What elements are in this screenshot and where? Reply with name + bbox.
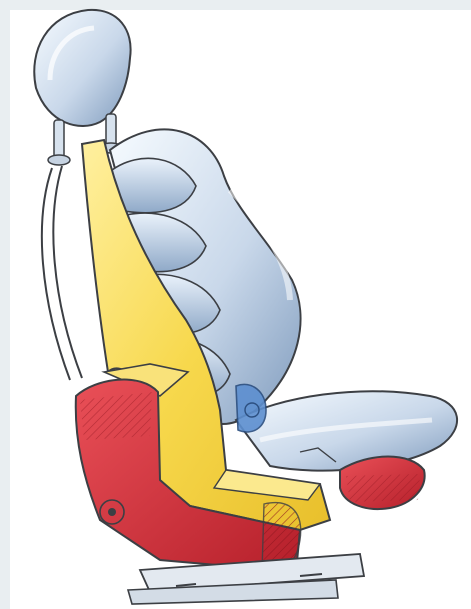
seat-rail <box>128 554 364 604</box>
seat-cushion-upholstery <box>236 391 457 470</box>
seat-frame-outline <box>42 166 82 380</box>
headrest <box>34 10 130 165</box>
